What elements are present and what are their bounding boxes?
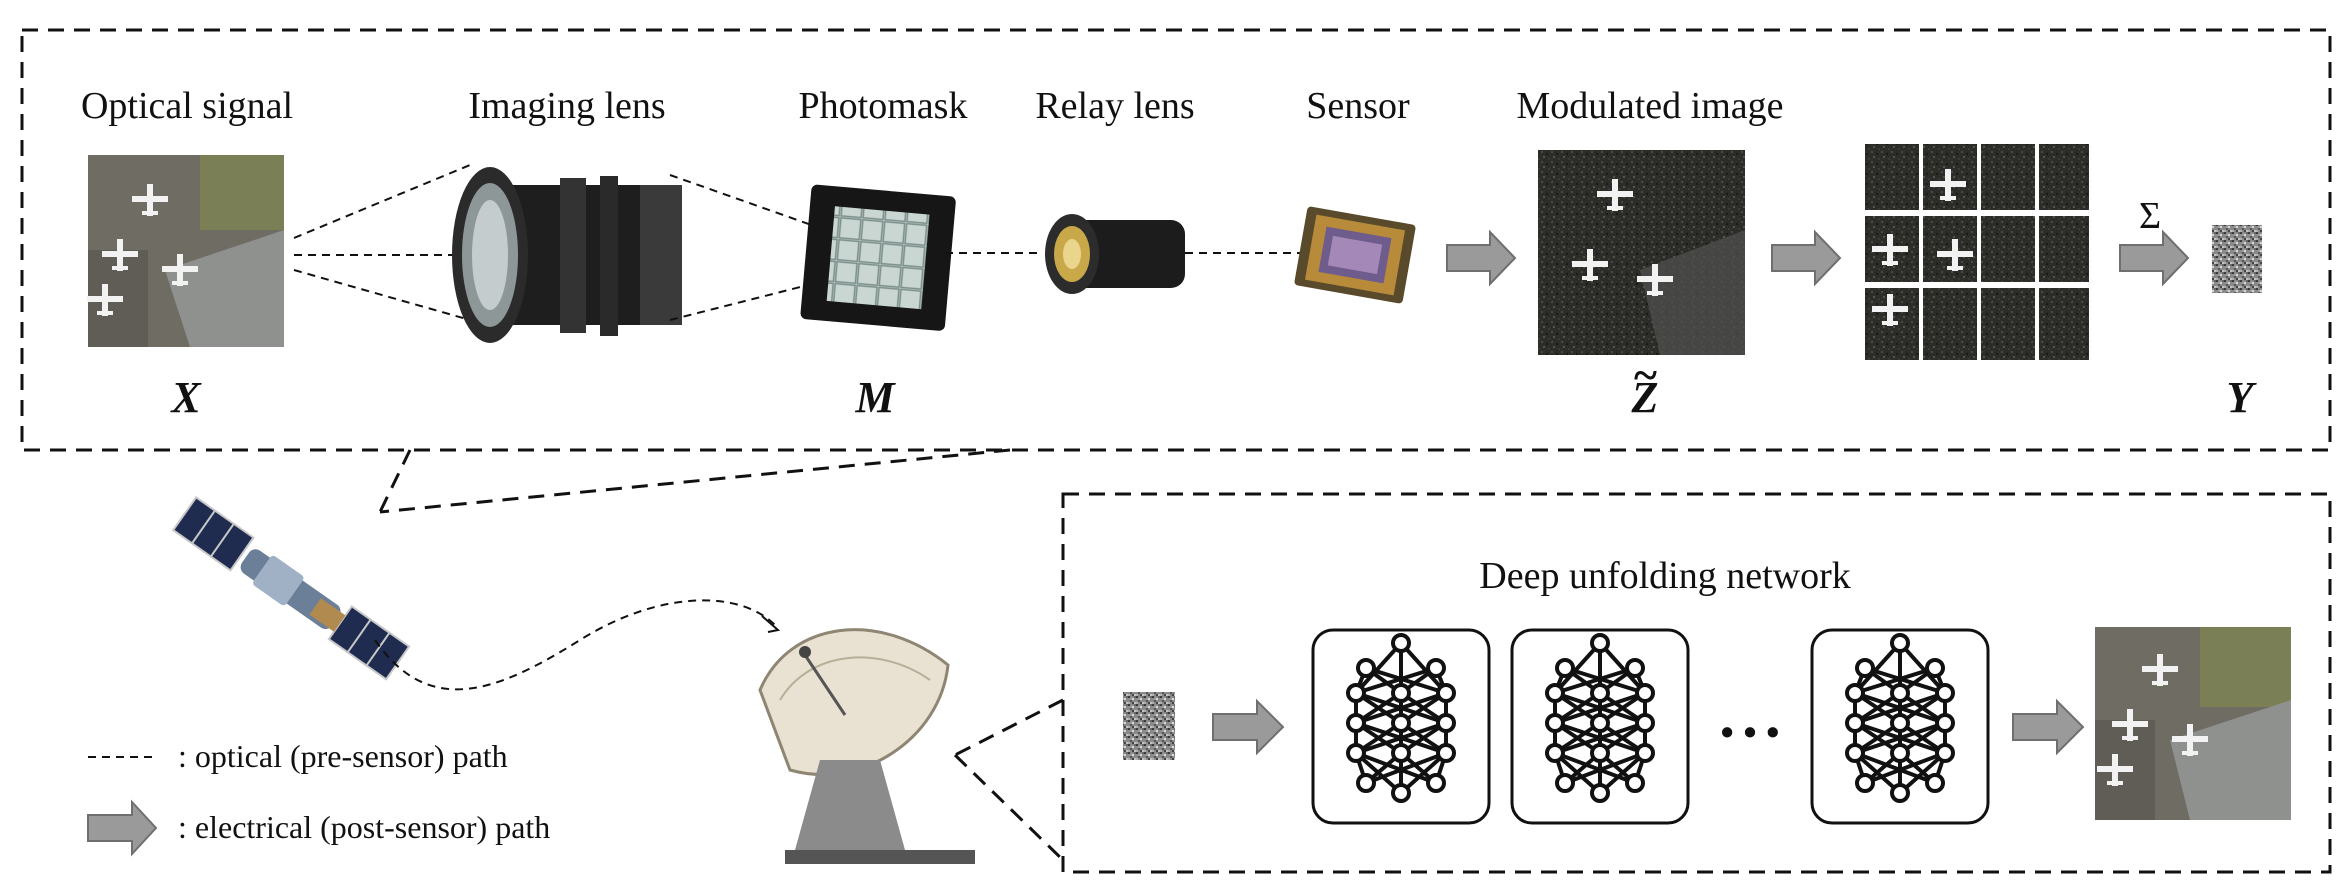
measurement-y (2212, 225, 2262, 293)
downlink-arrowhead (761, 615, 781, 633)
label-optical-signal: Optical signal (81, 85, 293, 127)
legend-electrical-arrow (87, 799, 158, 857)
callout-antenna-lower (953, 753, 1065, 862)
unfolding-stage-1 (1311, 628, 1491, 825)
network-frame (1061, 492, 2332, 874)
symbol-x: X (169, 373, 202, 422)
optical-signal-image (87, 155, 284, 347)
callout-antenna-upper (954, 698, 1064, 757)
downlink-path (374, 599, 776, 691)
label-modulated-image: Modulated image (1517, 85, 1784, 127)
symbol-m: M (854, 373, 896, 422)
label-relay-lens: Relay lens (1035, 85, 1194, 127)
network-input-measurement (1123, 692, 1175, 760)
relay-lens (1045, 214, 1185, 294)
unfolding-stage-k (1810, 628, 1990, 825)
symbol-y: Y (2227, 373, 2258, 422)
legend-electrical-text: : electrical (post-sensor) path (178, 809, 550, 845)
ray-lens-mask-bottom (669, 281, 821, 321)
electrical-arrow-sum (2119, 229, 2190, 287)
network-input-arrow (1212, 698, 1285, 756)
callout-line-left (378, 449, 412, 513)
callout-line-right (379, 448, 1011, 514)
ray-lens-mask-top (669, 174, 821, 229)
network-output-arrow (2012, 698, 2085, 756)
label-sensor: Sensor (1306, 85, 1410, 127)
ray-bottom (293, 269, 471, 321)
stage-ellipsis: • • • (1721, 712, 1780, 754)
ray-top (293, 164, 471, 239)
unfolding-stage-2 (1510, 628, 1690, 825)
split-patches-grid (1865, 144, 2089, 360)
legend-optical-text: : optical (pre-sensor) path (178, 738, 508, 774)
electrical-arrow-1 (1446, 229, 1517, 287)
sum-symbol: Σ (2139, 195, 2161, 237)
modulated-image (1538, 150, 1745, 355)
satellite (171, 496, 411, 681)
label-photomask: Photomask (799, 85, 968, 127)
network-title: Deep unfolding network (1479, 555, 1850, 597)
symbol-z-tilde: Z (1631, 373, 1659, 422)
label-imaging-lens: Imaging lens (468, 85, 665, 127)
sensor-chip (1294, 206, 1416, 304)
optical-system-frame (20, 28, 2332, 452)
reconstructed-image (2095, 627, 2291, 820)
imaging-lens (452, 167, 682, 343)
electrical-arrow-2 (1771, 229, 1842, 287)
photomask (800, 184, 956, 331)
symbol-z-tilde-accent: ~ (1632, 351, 1657, 400)
antenna-dish (758, 628, 975, 864)
